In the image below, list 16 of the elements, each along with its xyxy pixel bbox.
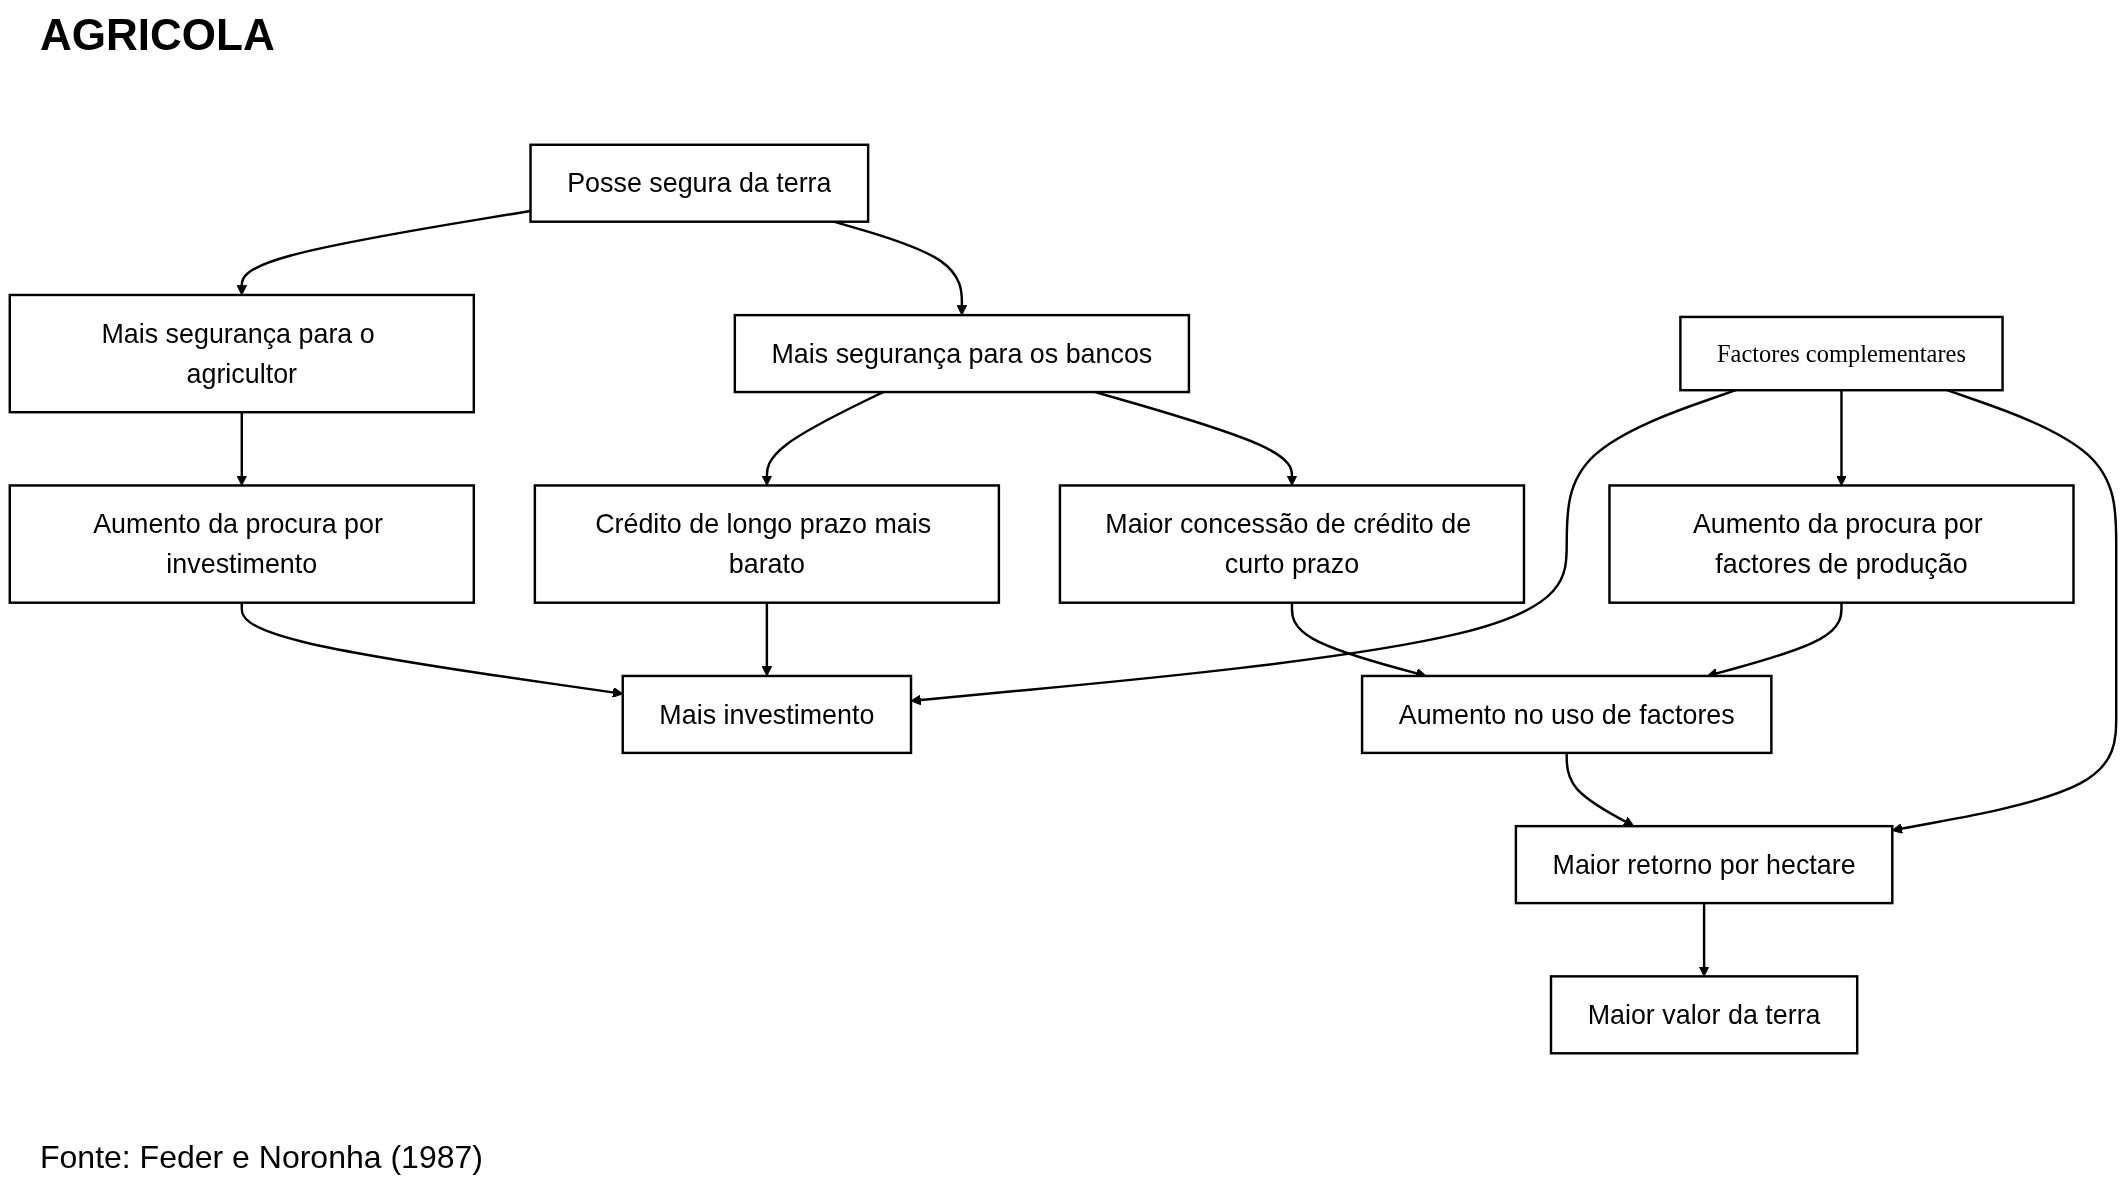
node-box: Aumento no uso de factores (1360, 675, 1773, 755)
node-box: Crédito de longo prazo mais barato (533, 484, 1001, 605)
node-box: Maior concessão de crédito de curto prazo (1058, 484, 1526, 605)
node-box: Mais investimento (621, 675, 913, 755)
node-box: Mais segurança para os bancos (733, 314, 1191, 394)
caption: Fonte: Feder e Noronha (1987) (40, 1139, 483, 1176)
node-box: Factores complementares (1679, 316, 2004, 392)
node-box: Aumento da procura por investimento (8, 484, 476, 605)
node-box: Posse segura da terra (529, 144, 870, 224)
title: AGRICOLA (40, 10, 275, 60)
arrow (236, 210, 531, 296)
node-box: Aumento da procura por factores de produção (1608, 484, 2075, 605)
node-box: Mais segurança para o agricultor (8, 294, 476, 414)
node-box: Maior valor da terra (1549, 975, 1859, 1055)
arrow (761, 603, 773, 677)
node-box: Maior retorno por hectare (1514, 825, 1894, 905)
